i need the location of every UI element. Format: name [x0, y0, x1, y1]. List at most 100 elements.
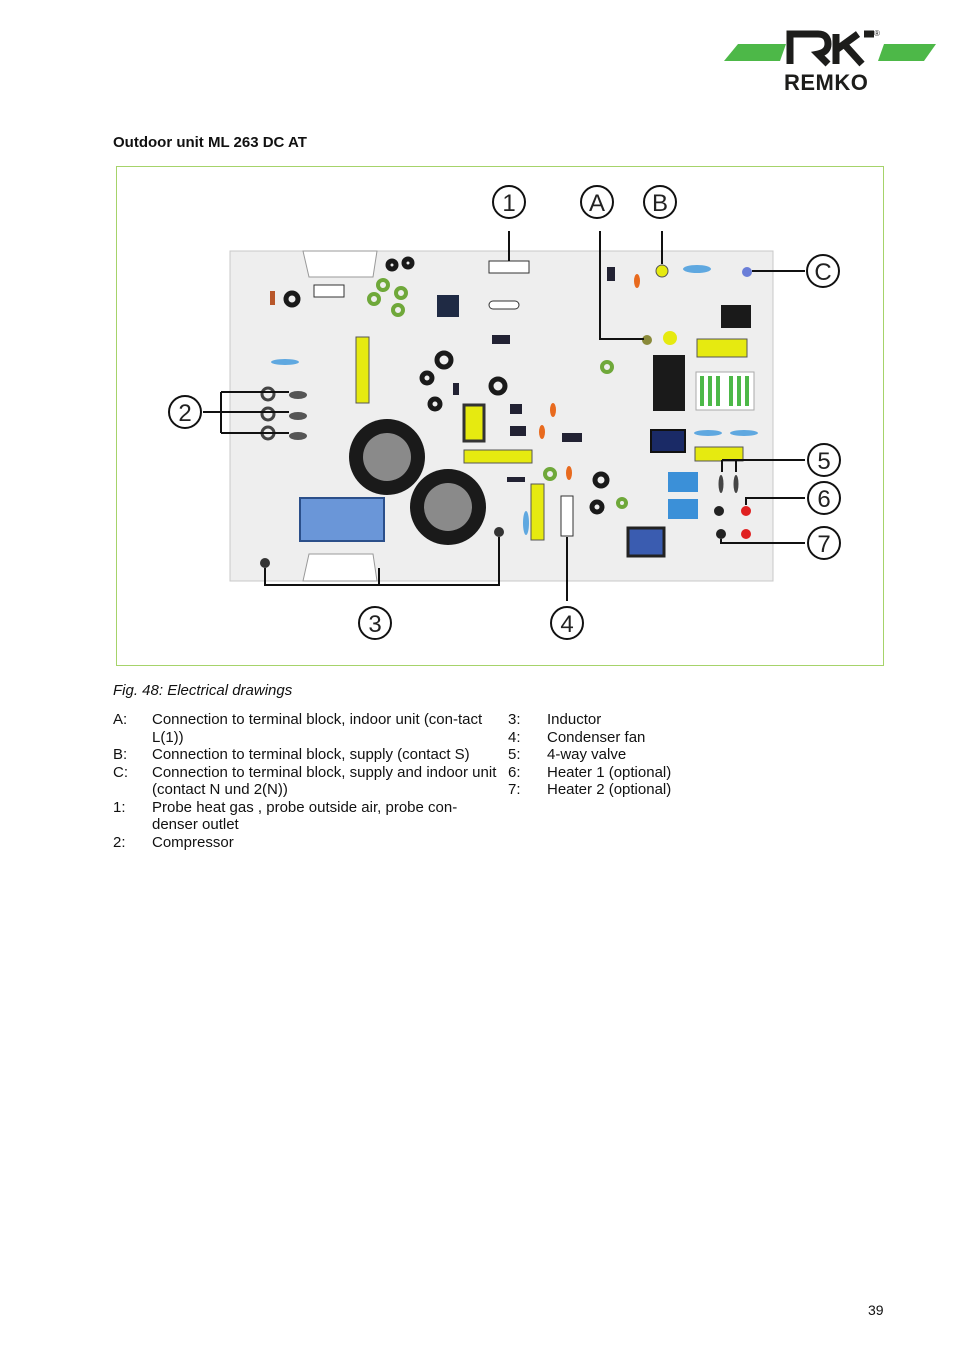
- legend-item: 4: Condenser fan: [508, 729, 768, 747]
- page-number: 39: [868, 1302, 884, 1318]
- legend-text: Connection to terminal block, indoor uni…: [152, 711, 483, 746]
- green-ring-group: [367, 278, 628, 509]
- callout-7-circle: [807, 526, 841, 560]
- legend-item: C: Connection to terminal block, supply …: [113, 764, 498, 799]
- fuse-holder: [488, 300, 520, 310]
- callout-label: A: [589, 190, 605, 217]
- legend-text: Inductor: [547, 711, 602, 728]
- callout-1-circle: [492, 185, 526, 219]
- legend-text: Heater 2 (optional): [547, 781, 672, 798]
- yellow-capacitor-2: [463, 449, 533, 464]
- yellow-relay-1: [696, 338, 748, 358]
- callout-circles: [168, 185, 841, 640]
- callout-leaders: [203, 231, 805, 601]
- yellow-capacitor-1: [355, 336, 370, 404]
- logo-stripe-right: [878, 44, 936, 61]
- callout-5-circle: [807, 443, 841, 477]
- callout-c-circle: [806, 254, 840, 288]
- legend-item: 2: Compressor: [113, 834, 498, 852]
- figure-caption: Fig. 48: Electrical drawings: [113, 682, 293, 699]
- inductor-block: [299, 497, 385, 542]
- terminal-b: [655, 264, 669, 278]
- callout-label: 7: [817, 531, 830, 558]
- blue-relay-2: [668, 499, 698, 519]
- callout-3-circle: [358, 606, 392, 640]
- legend-text: Probe heat gas , probe outside air, prob…: [152, 798, 458, 834]
- legend-text: Compressor: [152, 833, 234, 851]
- callout-label: 4: [560, 611, 573, 638]
- logo-rk-mark: [786, 30, 874, 67]
- callout-b-circle: [643, 185, 677, 219]
- connector-fan: [560, 495, 574, 537]
- legend-key: 2:: [113, 833, 126, 851]
- heatsink: [695, 371, 755, 411]
- legend-key: 3:: [508, 711, 521, 728]
- heater2-terminal-red: [741, 529, 751, 539]
- valve-terminal-1: [718, 475, 724, 493]
- callout-label: 2: [178, 400, 191, 427]
- callout-label: B: [652, 190, 668, 217]
- legend-left: A: Connection to terminal block, indoor …: [113, 711, 498, 851]
- legend-text: 4-way valve: [547, 746, 627, 763]
- callout-4-circle: [550, 606, 584, 640]
- figure-frame: 1 A B C 2 5 6 7 3 4: [116, 166, 884, 666]
- inductor-terminal-1: [260, 558, 270, 568]
- legend-key: A:: [113, 711, 128, 728]
- blue-module: [626, 526, 666, 558]
- remko-logo: ® REMKO: [724, 28, 938, 95]
- connector-small: [313, 284, 345, 298]
- board-notch-bottom: [302, 553, 378, 582]
- microcontroller-chip: [437, 295, 459, 317]
- blue-relay-dark: [650, 429, 686, 453]
- smd-group: [453, 267, 615, 482]
- circuit-board-drawing: 1 A B C 2 5 6 7 3 4: [168, 185, 841, 640]
- callout-label: 6: [817, 486, 830, 513]
- callout-2-circle: [168, 395, 202, 429]
- legend-item: 6: Heater 1 (optional): [508, 764, 768, 782]
- legend-text: Condenser fan: [547, 728, 646, 746]
- legend-item: A: Connection to terminal block, indoor …: [113, 711, 498, 746]
- legend-key: 5:: [508, 746, 521, 763]
- legend-key: B:: [113, 746, 128, 763]
- board-notch-top: [302, 250, 378, 278]
- callout-label: 3: [368, 611, 381, 638]
- legend-item: 1: Probe heat gas , probe outside air, p…: [113, 799, 498, 834]
- callout-label: 5: [817, 448, 830, 475]
- legend-item: 7: Heater 2 (optional): [508, 781, 768, 799]
- valve-terminal-2: [733, 475, 739, 493]
- inductor-terminal-2: [494, 527, 504, 537]
- legend-key: 4:: [508, 728, 521, 746]
- legend-key: C:: [113, 763, 128, 781]
- heater1-terminal-red: [741, 506, 751, 516]
- legend-key: 6:: [508, 763, 521, 781]
- legend-right: 3: Inductor 4: Condenser fan 5: 4-way va…: [508, 711, 768, 799]
- legend-item: B: Connection to terminal block, supply …: [113, 746, 498, 764]
- legend-text: Connection to terminal block, supply and…: [152, 763, 497, 799]
- section-title: Outdoor unit ML 263 DC AT: [113, 134, 307, 151]
- yellow-ic-square: [462, 403, 486, 443]
- toroid-group: [283, 256, 610, 515]
- logo-stripe-left: [724, 44, 786, 61]
- legend-item: 3: Inductor: [508, 711, 768, 729]
- callout-6-circle: [807, 481, 841, 515]
- heater2-terminal-black: [716, 529, 726, 539]
- callout-label: C: [814, 259, 831, 286]
- main-relay: [653, 355, 685, 411]
- yellow-capacitor-3: [530, 483, 545, 541]
- capacitor-large-1: [349, 419, 425, 495]
- capacitor-large-2: [410, 469, 486, 545]
- terminal-yellow-round: [663, 331, 677, 345]
- legend-key: 1:: [113, 798, 126, 816]
- registered-mark: ®: [874, 29, 880, 38]
- orange-resistor-group: [270, 274, 640, 480]
- yellow-relay-2: [694, 446, 744, 462]
- legend-text: Heater 1 (optional): [547, 763, 672, 781]
- callout-label: 1: [502, 190, 515, 217]
- black-relay: [721, 305, 751, 328]
- legend-key: 7:: [508, 781, 521, 798]
- blue-capacitor-group: [271, 265, 758, 535]
- terminal-c: [742, 267, 752, 277]
- connector-probe-header: [488, 260, 530, 274]
- terminal-a: [642, 335, 652, 345]
- brand-name: REMKO: [784, 70, 868, 94]
